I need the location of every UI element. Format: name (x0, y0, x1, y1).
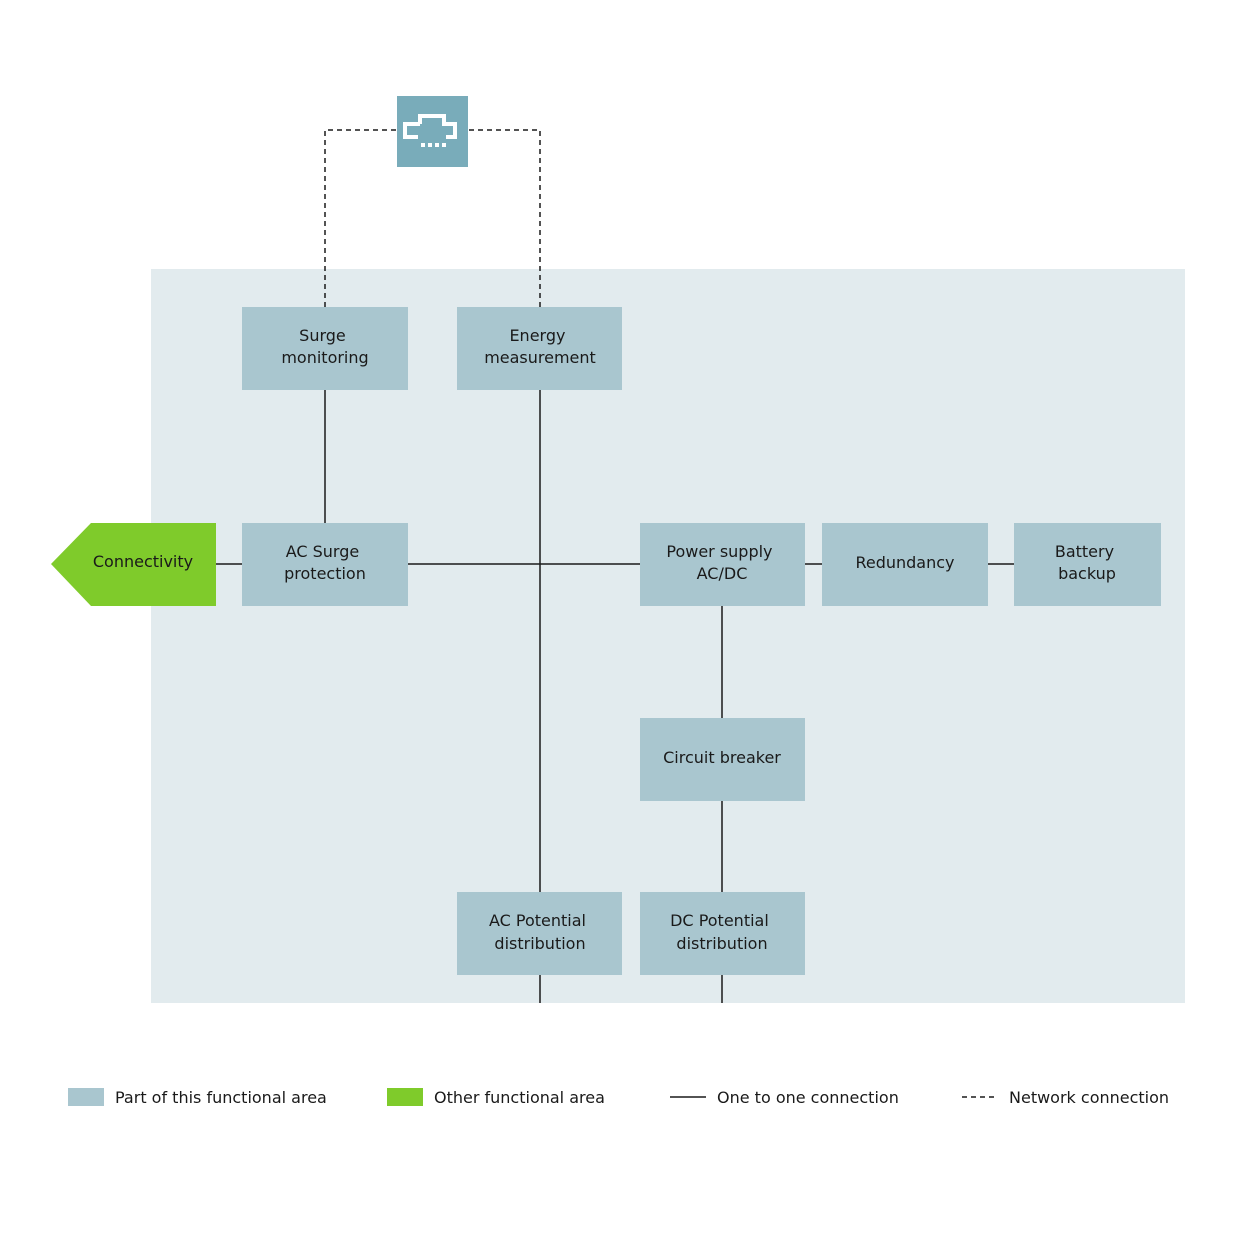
node-label-line: Energy (509, 326, 565, 345)
legend-label: One to one connection (717, 1088, 899, 1107)
network-cloud-icon (397, 96, 468, 167)
network-connections (324, 129, 541, 307)
legend-item-other-area: Other functional area (387, 1088, 605, 1107)
node-dc-potential-distribution: DC Potential distribution (640, 892, 805, 975)
network-line-energy-measurement (468, 129, 541, 307)
node-energy-measurement: Energy measurement (457, 307, 622, 390)
legend-swatch-external (387, 1088, 423, 1106)
node-label-line: monitoring (281, 348, 368, 367)
network-line-surge-monitoring (324, 129, 397, 307)
node-label-line: Surge (299, 326, 346, 345)
svg-text:Battery backup: Battery backup (1055, 542, 1119, 583)
legend-label: Other functional area (434, 1088, 605, 1107)
node-circuit-breaker: Circuit breaker (640, 718, 805, 801)
node-label-line: AC Surge (286, 542, 360, 561)
node-ac-potential-distribution: AC Potential distribution (457, 892, 622, 975)
node-label-line: protection (284, 564, 366, 583)
node-label-line: AC/DC (697, 564, 748, 583)
svg-text:Connectivity: Connectivity (93, 552, 193, 571)
node-label-line: measurement (484, 348, 596, 367)
node-label-line: backup (1058, 564, 1116, 583)
node-redundancy: Redundancy (822, 523, 988, 606)
svg-text:AC Potential distributio: AC Potential distribution (489, 911, 591, 953)
svg-text:Power supply AC/DC: Power supply AC/DC (666, 542, 777, 583)
legend-swatch-node (68, 1088, 104, 1106)
node-label-line: distribution (494, 934, 585, 953)
node-connectivity: Connectivity (51, 523, 216, 606)
node-label-line: Connectivity (93, 552, 193, 571)
one-to-one-connections (216, 390, 1014, 1003)
functional-area-background (151, 269, 1185, 1003)
legend-label: Part of this functional area (115, 1088, 327, 1107)
node-ac-surge-protection: AC Surge protection (242, 523, 408, 606)
node-label-line: distribution (676, 934, 767, 953)
svg-text:DC Potential distributio: DC Potential distribution (670, 911, 774, 953)
svg-text:Surge monitoring: Surge monitoring (281, 326, 368, 367)
node-surge-monitoring: Surge monitoring (242, 307, 408, 390)
legend-item-part-of-area: Part of this functional area (68, 1088, 327, 1107)
svg-text:Redundancy: Redundancy (855, 553, 954, 572)
svg-text:Energy measurement: Energy measurement (484, 326, 596, 367)
svg-text:AC Surge protection: AC Surge protection (284, 542, 366, 583)
node-battery-backup: Battery backup (1014, 523, 1161, 606)
node-label-line: Power supply (666, 542, 772, 561)
node-label-line: Redundancy (855, 553, 954, 572)
node-power-supply: Power supply AC/DC (640, 523, 805, 606)
node-label-line: AC Potential (489, 911, 586, 930)
svg-text:Circuit breaker: Circuit breaker (663, 748, 781, 767)
node-label-line: DC Potential (670, 911, 769, 930)
node-label-line: Battery (1055, 542, 1114, 561)
legend-label: Network connection (1009, 1088, 1169, 1107)
legend: Part of this functional area Other funct… (68, 1088, 1169, 1107)
legend-item-one-to-one: One to one connection (670, 1088, 899, 1107)
legend-item-network: Network connection (962, 1088, 1169, 1107)
node-label-line: Circuit breaker (663, 748, 781, 767)
